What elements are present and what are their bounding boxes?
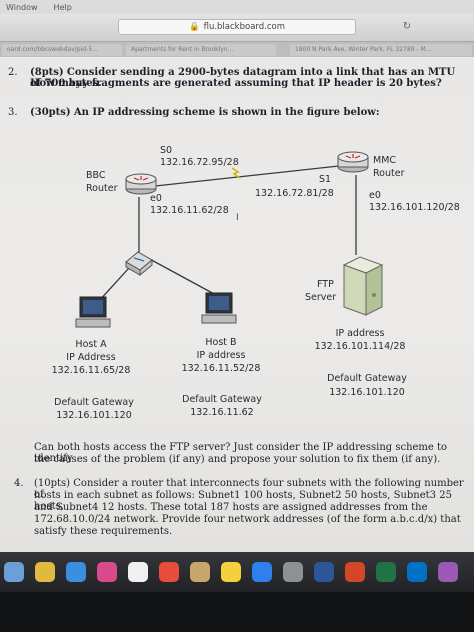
url-text: flu.blackboard.com (203, 22, 285, 32)
contacts-icon[interactable] (190, 562, 210, 582)
host-b-name: Host B (205, 337, 237, 348)
os-menubar: Window Help (0, 0, 474, 14)
bbc-e0-ip: 132.16.11.62/28 (150, 205, 229, 216)
mmc-e0-label: e0 (369, 190, 381, 201)
dock (0, 552, 474, 592)
misc-icon[interactable] (438, 562, 458, 582)
q2-line1: Consider sending a 2900-bytes datagram i… (30, 67, 456, 89)
q4-line1: Consider a router that interconnects fou… (34, 478, 464, 500)
address-bar[interactable]: 🔒 flu.blackboard.com (118, 19, 356, 35)
excel-icon[interactable] (376, 562, 396, 582)
host-b-computer-icon (201, 292, 237, 324)
host-a-ip: 132.16.11.65/28 (51, 365, 131, 376)
q3-followup-line1: Can both hosts access the FTP server? Ju… (34, 442, 448, 464)
ftp-ip-label: IP address (335, 328, 385, 339)
q3-text: An IP addressing scheme is shown in the … (73, 107, 380, 118)
question-4: (10pts) Consider a router that interconn… (34, 478, 470, 500)
ftp-gw: 132.16.101.120 (329, 387, 405, 398)
host-a-name: Host A (75, 339, 107, 350)
browser-toolbar: 🔒 flu.blackboard.com ↻ (0, 14, 474, 42)
q2-points: (8pts) (30, 67, 64, 78)
question-3: (30pts) An IP addressing scheme is shown… (30, 107, 380, 118)
q4-line5: satisfy these requirements. (34, 526, 173, 537)
s1-ip: 132.16.72.81/28 (255, 188, 334, 199)
bbc-e0-label: e0 (150, 193, 162, 204)
tab-bar: oard.com/bbcswebdav/pid-5... Apartments … (0, 42, 474, 57)
chrome-icon[interactable] (35, 562, 55, 582)
calendar-icon[interactable] (159, 562, 179, 582)
desk-background (0, 592, 474, 632)
ftp-ip: 132.16.101.114/28 (314, 341, 406, 352)
host-a-ip-label: IP Address (66, 352, 116, 363)
bbc-router-icon (125, 173, 157, 195)
tab-blackboard[interactable]: oard.com/bbcswebdav/pid-5... (2, 44, 122, 56)
host-b-gw-label: Default Gateway (182, 394, 262, 405)
music-icon[interactable] (128, 562, 148, 582)
menu-window[interactable]: Window (6, 2, 38, 12)
q3-followup-line2: the causes of the problem (if any) and p… (34, 454, 441, 465)
settings-icon[interactable] (283, 562, 303, 582)
host-b-gw: 132.16.11.62 (190, 407, 254, 418)
host-b-ip: 132.16.11.52/28 (181, 363, 261, 374)
bbc-router-label-1: BBC (86, 170, 106, 181)
s0-label: S0 (160, 145, 173, 156)
host-b-ip-label: IP address (196, 350, 246, 361)
q2-number: 2. (8, 67, 18, 78)
host-a-gw-label: Default Gateway (54, 397, 134, 408)
lock-icon: 🔒 (189, 22, 200, 32)
ftp-label-1: FTP (317, 279, 334, 290)
network-diagram: I (75, 151, 384, 328)
appstore-icon[interactable] (252, 562, 272, 582)
host-a-computer-icon (75, 296, 111, 328)
ftp-label-2: Server (305, 292, 337, 303)
outlook-icon[interactable] (407, 562, 427, 582)
s0-ip: 132.16.72.95/28 (160, 157, 239, 168)
switch-icon (125, 251, 153, 277)
photos-icon[interactable] (97, 562, 117, 582)
serial-link (145, 164, 349, 188)
reload-button[interactable]: ↻ (402, 21, 412, 32)
q2-line2: How many fragments are generated assumin… (30, 78, 442, 89)
bbc-router-label-2: Router (86, 183, 118, 194)
tab-apartments[interactable]: Apartments for Rent in Brooklyn... (126, 44, 276, 56)
host-a-gw: 132.16.101.120 (56, 410, 132, 421)
text-cursor-icon: I (236, 213, 239, 223)
menu-help[interactable]: Help (53, 2, 72, 12)
ftp-gw-label: Default Gateway (327, 373, 407, 384)
question-2: (8pts) Consider sending a 2900-bytes dat… (30, 67, 466, 89)
mmc-router-label-1: MMC (373, 155, 397, 166)
safari-icon[interactable] (66, 562, 86, 582)
switch-hostb-link (145, 256, 217, 296)
q4-line2: hosts in each subnet as follows: Subnet1… (34, 490, 452, 512)
mmc-e0-ip: 132.16.101.120/28 (369, 202, 460, 213)
powerpoint-icon[interactable] (345, 562, 365, 582)
finder-icon[interactable] (4, 562, 24, 582)
notes-icon[interactable] (221, 562, 241, 582)
q4-line4: 172.68.10.0/24 network. Provide four net… (34, 514, 461, 525)
q4-line3: and Subnet4 12 hosts. These total 187 ho… (34, 502, 428, 513)
q4-points: (10pts) (34, 478, 71, 489)
q4-number: 4. (14, 478, 24, 489)
s1-label: S1 (319, 174, 332, 185)
serial-zigzag-icon (231, 167, 241, 179)
document-page: 2. (8pts) Consider sending a 2900-bytes … (0, 57, 474, 552)
mmc-router-icon (337, 151, 369, 173)
mmc-router-label-2: Router (373, 168, 405, 179)
word-icon[interactable] (314, 562, 334, 582)
ftp-server-icon (342, 256, 384, 316)
tab-address[interactable]: 1800 N Park Ave, Winter Park, FL 32789 -… (290, 44, 472, 56)
q3-points: (30pts) (30, 107, 71, 118)
q3-number: 3. (8, 107, 18, 118)
